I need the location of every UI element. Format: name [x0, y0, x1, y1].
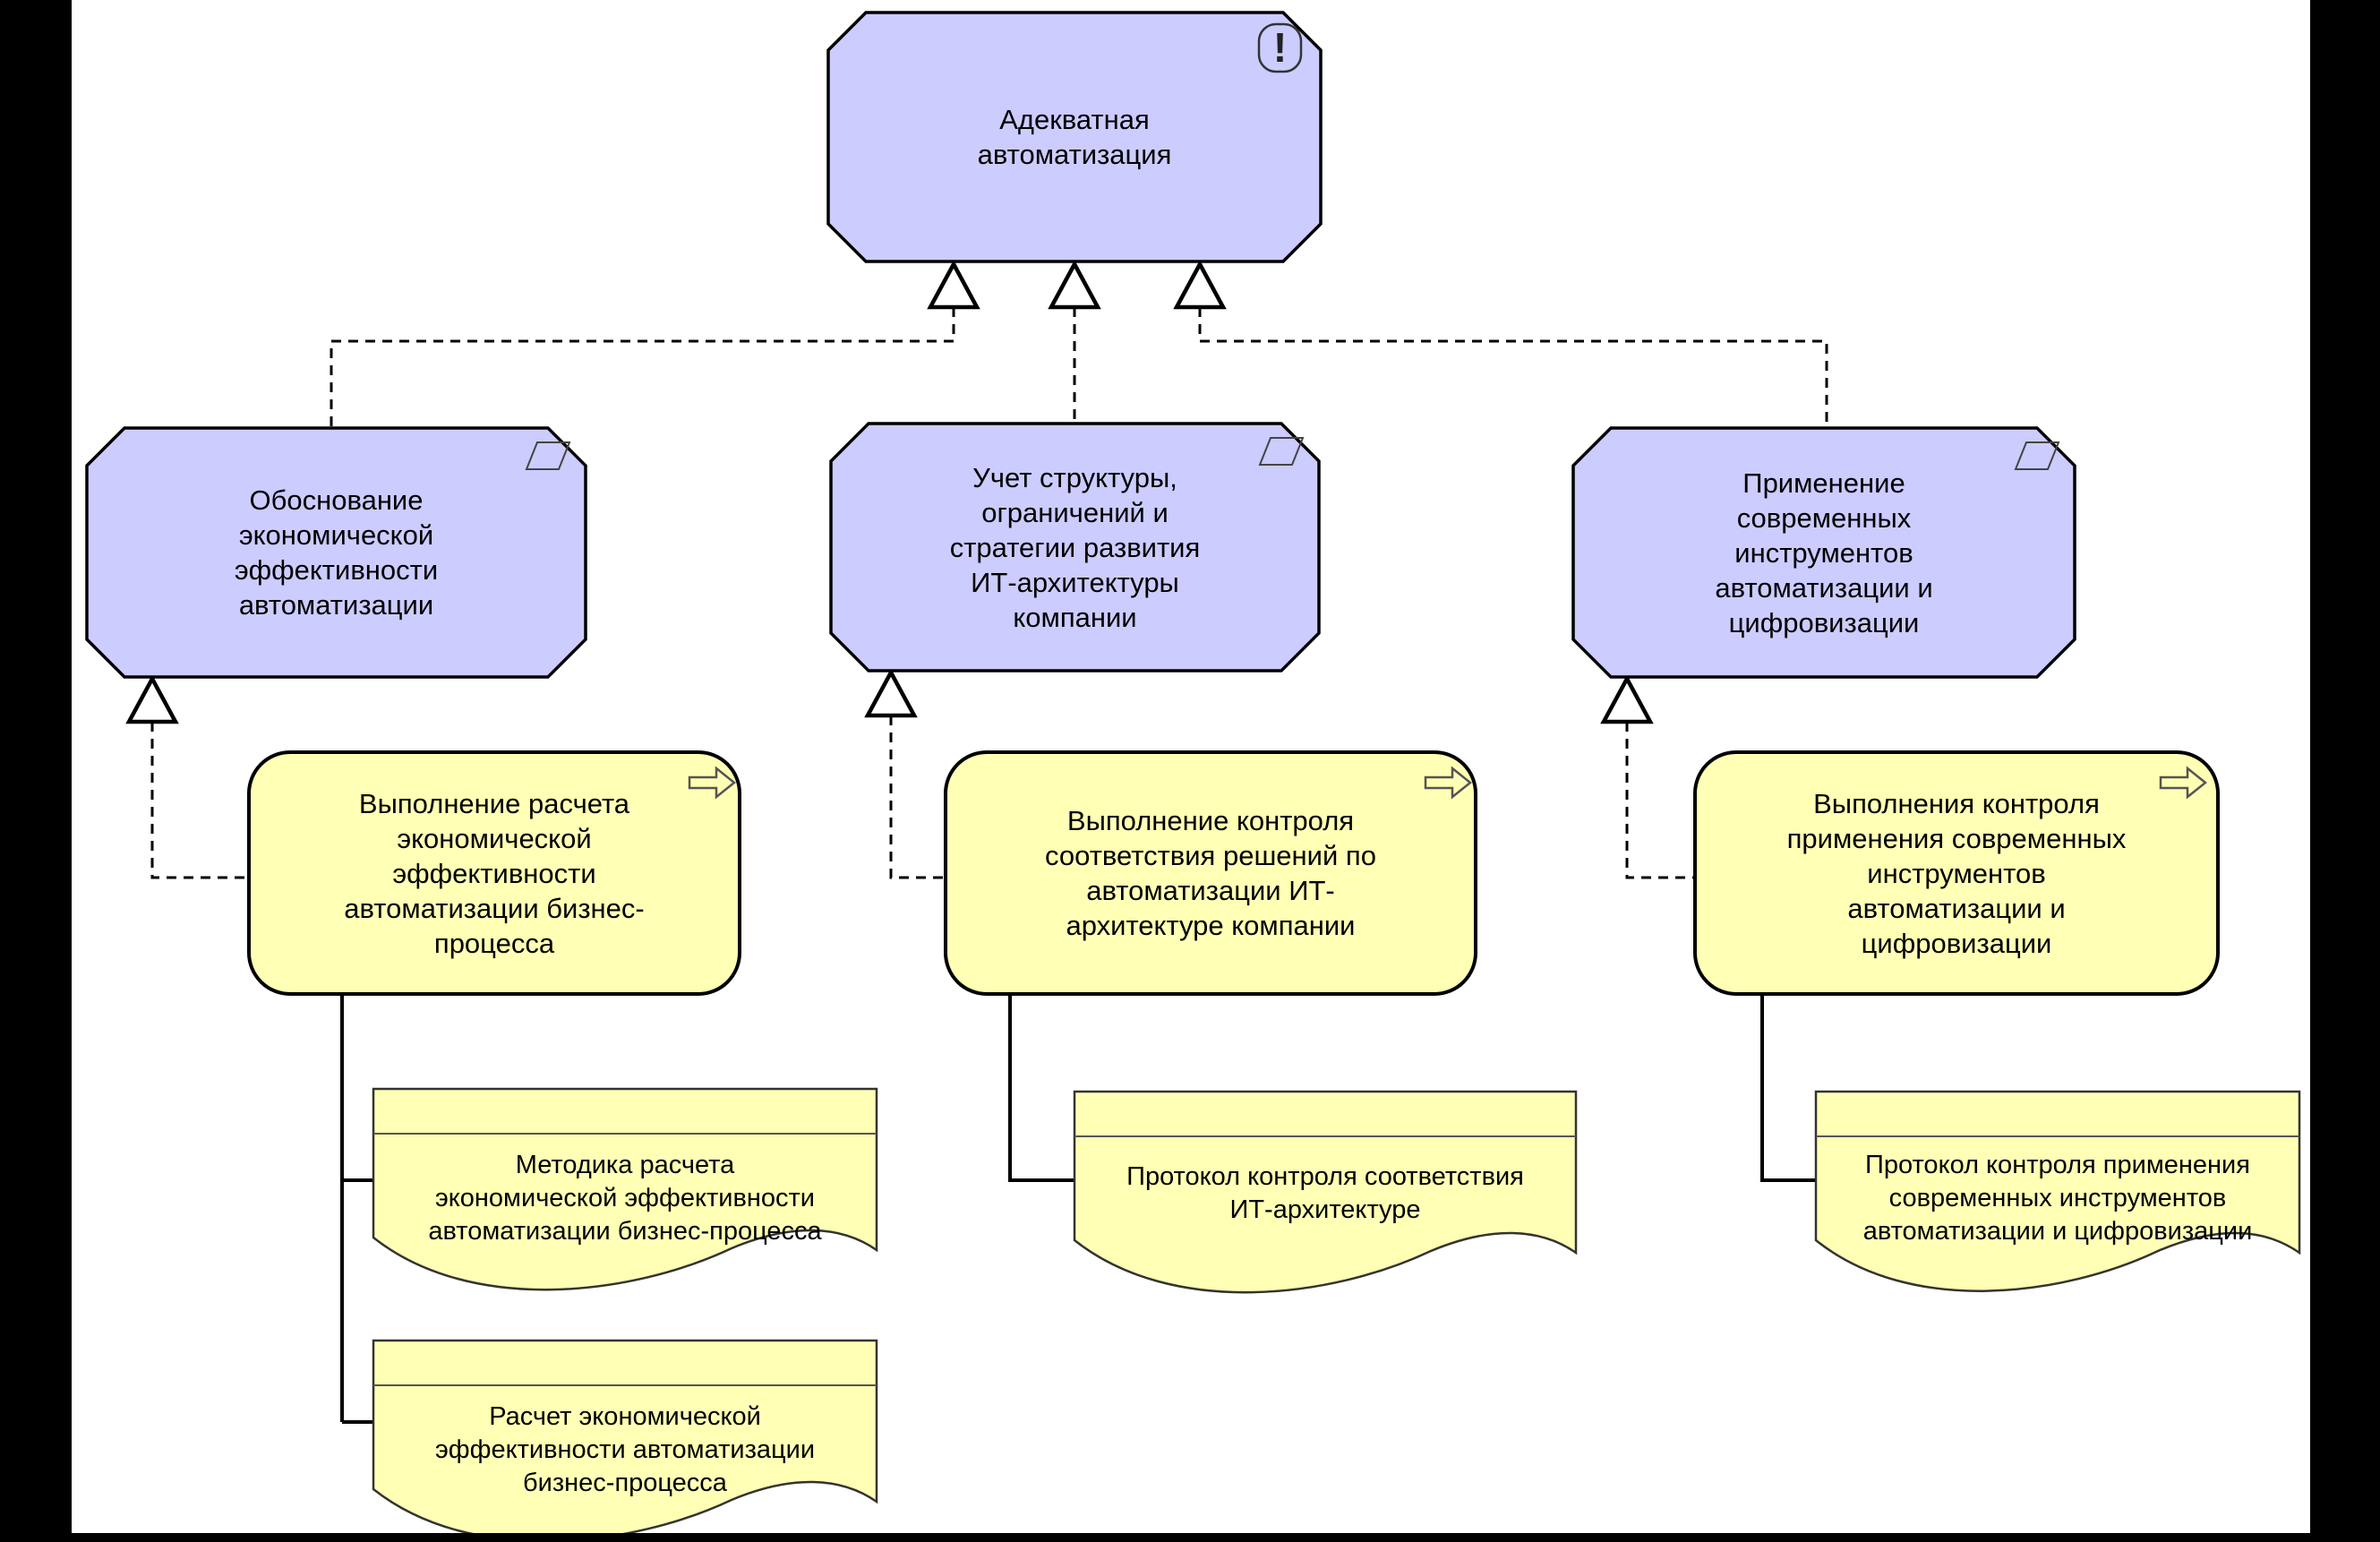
deliverable-2-label: Расчет экономической эффективности автом… [434, 1402, 816, 1497]
realization-arrowheads [125, 260, 1654, 724]
requirement-node-2[interactable] [829, 422, 1321, 672]
arrow-right-icon [688, 766, 737, 800]
requirement-2-label: Учет структуры, ограничений и стратегии … [949, 461, 1201, 633]
exclamation-icon: ! [1257, 22, 1303, 73]
svg-text:!: ! [1273, 24, 1287, 71]
requirement-node-3[interactable] [1571, 426, 2076, 679]
requirement-node-1[interactable] [85, 426, 587, 679]
association-connector-proc3-to-doc [1760, 994, 1816, 1182]
deliverable-1-label: Методика расчета экономической эффективн… [428, 1151, 822, 1246]
parallelogram-icon [2014, 441, 2060, 470]
deliverable-node-1[interactable] [372, 1087, 878, 1291]
realization-connector-proc1-to-req1 [150, 722, 247, 879]
deliverable-node-2[interactable] [372, 1339, 878, 1542]
deliverable-3-label: Протокол контроля соответствия ИТ-архите… [1126, 1162, 1524, 1224]
principle-label: Адекватная автоматизация [977, 104, 1172, 170]
deliverable-node-4[interactable] [1814, 1090, 2301, 1292]
process-node-1[interactable] [247, 750, 741, 996]
arrow-right-icon [1424, 766, 1473, 800]
process-node-2[interactable] [944, 750, 1477, 996]
screen-edge-bottom-bar [0, 1533, 2380, 1542]
realization-connector-proc3-to-req3 [1625, 722, 1693, 879]
principle-node[interactable]: ! [826, 11, 1323, 263]
association-connector-proc1-to-docs [340, 994, 373, 1424]
parallelogram-icon [525, 441, 571, 470]
requirement-3-label: Применение современных инструментов авто… [1715, 467, 1933, 638]
association-connector-proc2-to-doc [1008, 994, 1074, 1182]
realization-connector-proc2-to-req2 [889, 715, 944, 879]
requirement-1-label: Обоснование экономической эффективности … [234, 484, 439, 621]
realization-connector-req3-to-principle [1198, 307, 1828, 426]
screen-edge-right-bar [2310, 0, 2380, 1542]
process-3-label: Выполнения контроля применения современн… [1786, 787, 2127, 959]
process-node-3[interactable] [1693, 750, 2220, 996]
process-2-label: Выполнение контроля соответствия решений… [1045, 805, 1376, 941]
deliverable-4-label: Протокол контроля применения современных… [1862, 1151, 2253, 1246]
realization-connector-req1-to-principle [330, 307, 955, 426]
deliverable-node-3[interactable] [1073, 1090, 1578, 1294]
screen-edge-left-bar [0, 0, 72, 1542]
process-1-label: Выполнение расчета экономической эффекти… [344, 787, 645, 959]
arrow-right-icon [2159, 766, 2208, 800]
parallelogram-icon [1258, 437, 1305, 466]
